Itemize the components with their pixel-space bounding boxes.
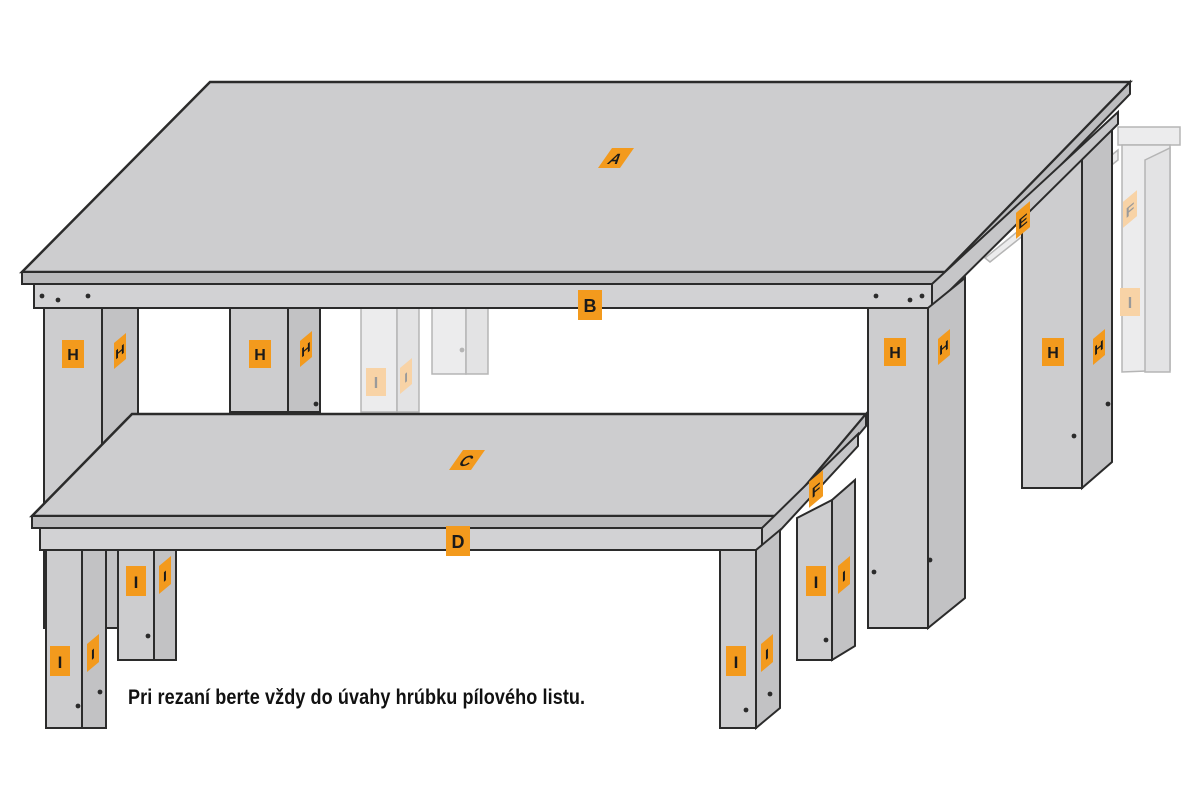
svg-text:I: I — [404, 369, 408, 387]
tag-i-ghost-2: I — [400, 357, 412, 395]
svg-text:I: I — [765, 645, 769, 664]
svg-text:H: H — [1047, 345, 1059, 362]
svg-text:I: I — [134, 573, 139, 592]
screw-marks — [39, 293, 1111, 713]
tag-h-3: H — [249, 340, 271, 368]
svg-text:I: I — [842, 567, 846, 586]
tag-i-4: I — [159, 555, 171, 595]
table-back-legs — [229, 122, 1113, 491]
tag-i-7: I — [806, 566, 826, 596]
far-table-legs-ghost — [360, 307, 489, 413]
tag-h-1: H — [62, 340, 84, 368]
tag-f-ghost: F — [1123, 190, 1137, 228]
tag-e: E — [1016, 201, 1030, 239]
tag-i-3: I — [126, 566, 146, 596]
svg-text:I: I — [58, 653, 63, 672]
svg-text:I: I — [374, 375, 378, 392]
svg-text:H: H — [301, 339, 310, 362]
svg-text:I: I — [814, 573, 819, 592]
svg-text:H: H — [939, 337, 948, 360]
svg-text:H: H — [889, 345, 901, 362]
bench-top — [29, 411, 869, 531]
tag-b-text: B — [584, 296, 597, 316]
svg-text:H: H — [115, 341, 124, 364]
tag-h-7: H — [1042, 338, 1064, 366]
svg-text:I: I — [163, 567, 167, 586]
tag-c: C — [448, 450, 486, 470]
tag-h-6: H — [938, 328, 950, 366]
tag-f-ghost-text: F — [1126, 199, 1135, 222]
tag-i-ghost-1: I — [366, 368, 386, 396]
cutting-note: Pri rezaní berte vždy do úvahy hrúbku pí… — [128, 686, 586, 709]
bench-front-legs — [45, 527, 781, 731]
svg-text:H: H — [67, 347, 79, 364]
svg-text:H: H — [1094, 337, 1103, 360]
tag-h-2: H — [114, 332, 126, 370]
svg-text:I: I — [734, 653, 739, 672]
tag-e-text: E — [1018, 210, 1027, 233]
tag-i-5: I — [726, 646, 746, 676]
tag-i-ghost-3: I — [1120, 288, 1140, 316]
svg-text:I: I — [91, 645, 95, 664]
svg-text:H: H — [254, 347, 266, 364]
tag-h-5: H — [884, 338, 906, 366]
tag-i-1: I — [50, 646, 70, 676]
tag-f: F — [809, 470, 823, 508]
tag-d-text: D — [452, 532, 465, 552]
tag-a: A — [597, 148, 635, 168]
tag-i-2: I — [87, 633, 99, 673]
tag-h-8: H — [1093, 328, 1105, 366]
tag-h-4: H — [300, 330, 312, 368]
tag-f-text: F — [812, 479, 821, 502]
svg-text:I: I — [1128, 295, 1132, 312]
part-tags: A C B D E — [50, 148, 1140, 676]
tag-d: D — [446, 526, 470, 556]
tag-i-6: I — [761, 633, 773, 673]
tag-b: B — [578, 290, 602, 320]
tag-i-8: I — [838, 555, 850, 595]
